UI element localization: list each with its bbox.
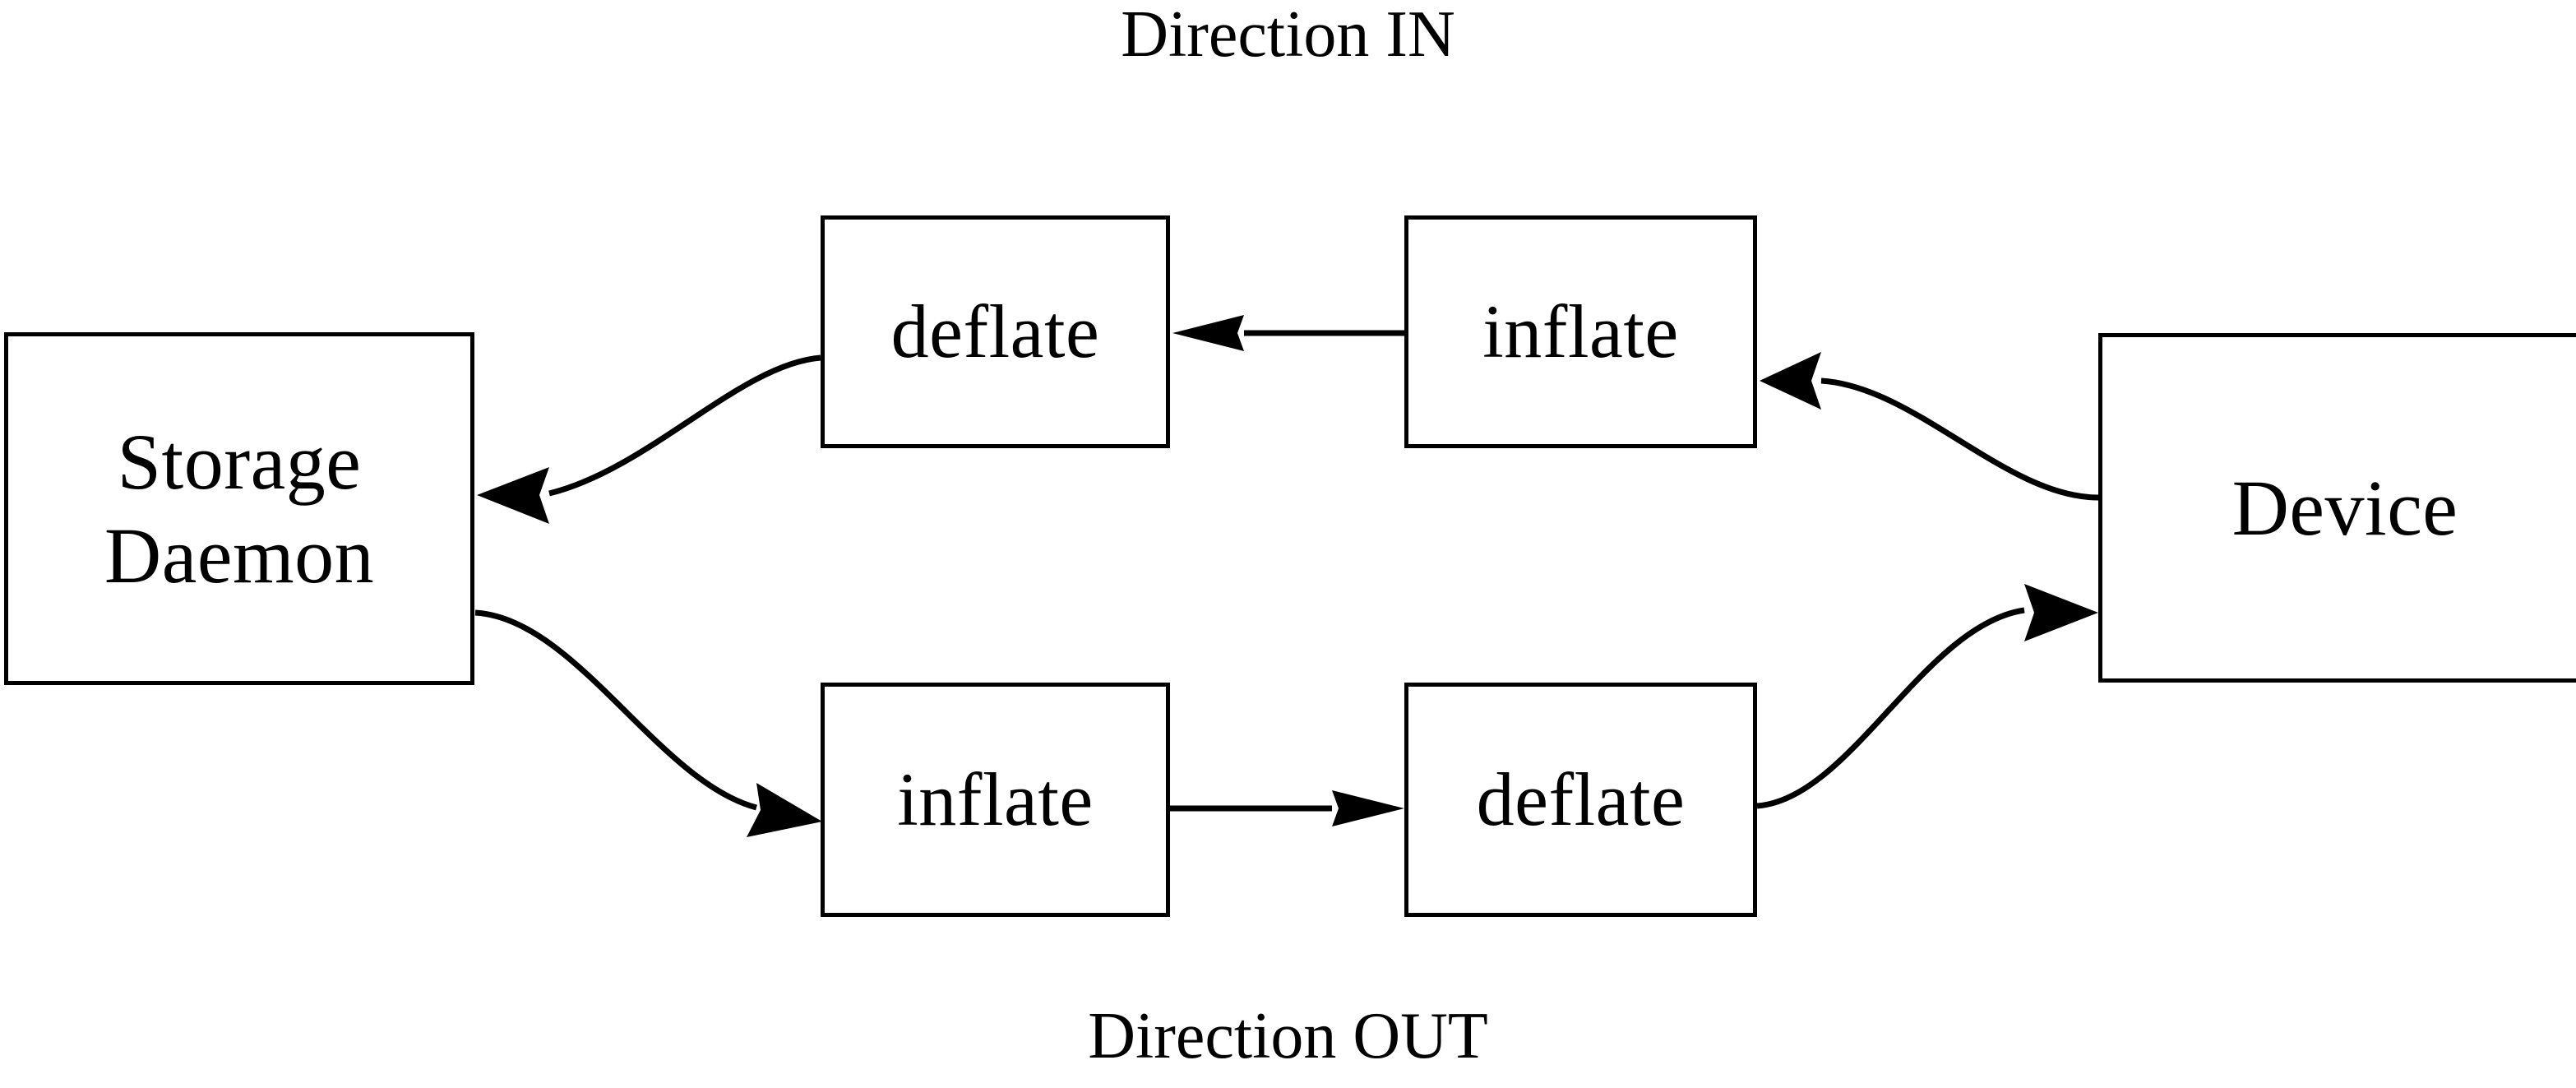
node-deflate-in-label: deflate [890,289,1100,374]
direction-in-label: Direction IN [1121,0,1455,71]
node-device[interactable]: Device [2098,333,2576,683]
node-inflate-in[interactable]: inflate [1404,215,1757,448]
edge-deflate-out-to-device [1756,584,2098,809]
node-inflate-out-label: inflate [897,757,1094,842]
edge-inflate-out-to-deflate-out [1170,790,1404,826]
node-storage-daemon-line-2: Daemon [104,511,375,600]
node-device-label: Device [2231,463,2458,552]
node-deflate-in[interactable]: deflate [821,215,1170,448]
edge-inflate-in-to-deflate-in [1172,315,1404,351]
node-deflate-out[interactable]: deflate [1404,683,1757,917]
node-inflate-in-label: inflate [1482,289,1679,374]
node-storage-daemon[interactable]: Storage Daemon [4,332,474,685]
node-storage-daemon-line-1: Storage [117,418,362,507]
edge-deflate-in-to-storage-daemon [477,354,821,524]
node-inflate-out[interactable]: inflate [821,683,1170,917]
direction-out-label: Direction OUT [1088,1000,1488,1072]
node-deflate-out-label: deflate [1476,757,1686,842]
edge-device-to-inflate-in [1760,352,2099,501]
edge-storage-daemon-to-inflate-out [474,609,822,837]
